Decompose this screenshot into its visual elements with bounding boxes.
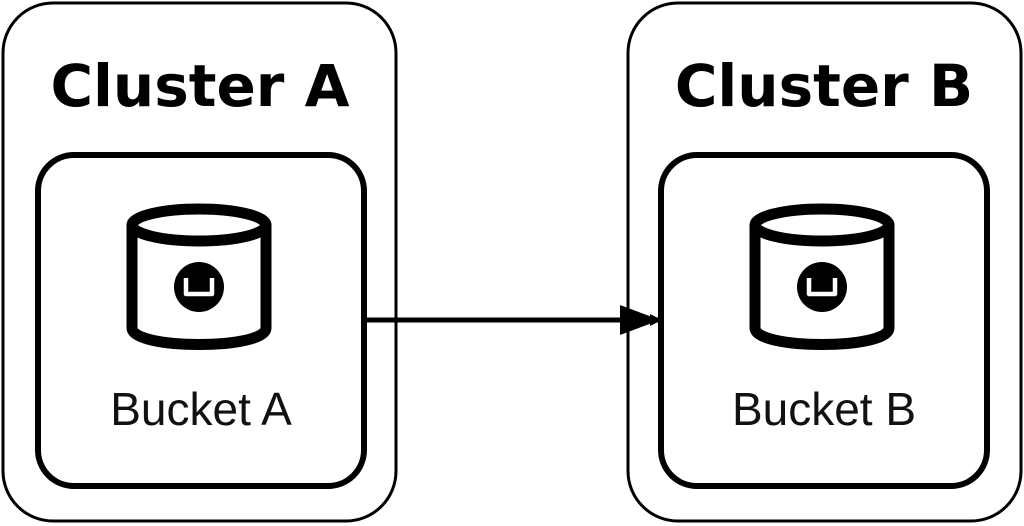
database-bucket-icon [126, 203, 272, 350]
bucket-a: Bucket A [35, 152, 367, 489]
database-bucket-icon [749, 203, 895, 350]
bucket-b: Bucket B [658, 152, 990, 489]
cluster-a: Cluster A Bucket A [1, 1, 398, 523]
arrowhead-icon [620, 305, 660, 335]
bucket-b-label: Bucket B [732, 383, 916, 435]
cluster-b: Cluster B Bucket B [626, 1, 1023, 523]
bucket-a-label: Bucket A [110, 383, 292, 435]
cluster-a-title: Cluster A [50, 52, 349, 120]
cluster-b-title: Cluster B [675, 52, 973, 120]
